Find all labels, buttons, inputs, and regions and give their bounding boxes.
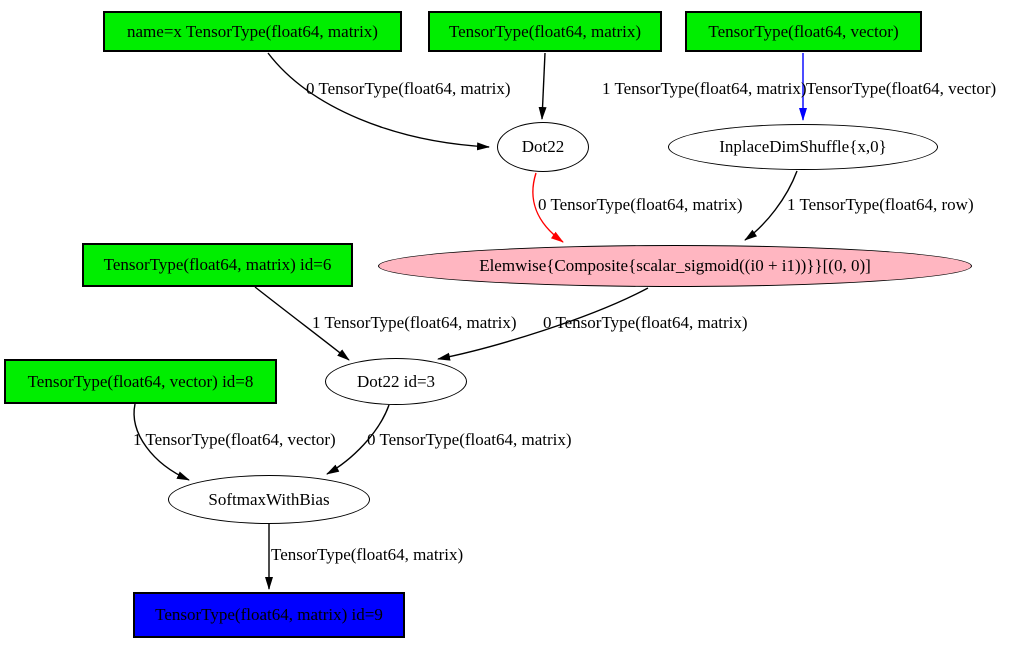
edge-elemwise-to-dot22id3: [437, 287, 649, 361]
node-label: TensorType(float64, matrix) id=9: [155, 605, 383, 624]
edge-label-w-to-dot22: 1 TensorType(float64, matrix): [602, 79, 807, 98]
node-label: Dot22 id=3: [356, 371, 436, 391]
node-label: TensorType(float64, matrix): [448, 21, 642, 41]
node-op-softmaxwithbias: SoftmaxWithBias: [168, 475, 370, 524]
edge-w-to-dot22: [538, 52, 547, 120]
edge-id8-to-softmax: [133, 403, 190, 481]
edge-label-id6-to-dot22id3: 1 TensorType(float64, matrix): [312, 313, 517, 332]
edge-id6-to-dot22id3: [254, 286, 350, 361]
node-op-dot22: Dot22: [497, 122, 589, 172]
edge-label-id8-to-softmax: 1 TensorType(float64, vector): [133, 430, 336, 449]
edge-dot22id3-to-softmax: [326, 404, 390, 475]
edge-label-softmax-to-id9: TensorType(float64, matrix): [271, 545, 464, 564]
edge-dimshuffle-to-elemwise: [744, 170, 798, 241]
edge-label-x-to-dot22: 0 TensorType(float64, matrix): [306, 79, 511, 98]
node-label: SoftmaxWithBias: [208, 489, 330, 509]
node-label: Elemwise{Composite{scalar_sigmoid((i0 + …: [479, 256, 871, 275]
node-label: InplaceDimShuffle{x,0}: [719, 137, 887, 156]
node-input-b: TensorType(float64, vector): [685, 11, 922, 52]
node-op-elemwise-sigmoid: Elemwise{Composite{scalar_sigmoid((i0 + …: [378, 245, 972, 287]
node-label: TensorType(float64, matrix) id=6: [103, 255, 332, 274]
edge-label-b-to-dimshuffle: TensorType(float64, vector): [806, 79, 997, 98]
node-input-id6: TensorType(float64, matrix) id=6: [82, 243, 353, 287]
node-output-id9: TensorType(float64, matrix) id=9: [133, 592, 405, 638]
node-op-dot22-id3: Dot22 id=3: [325, 358, 467, 405]
node-input-w: TensorType(float64, matrix): [428, 11, 662, 52]
edge-label-dot22id3-to-softmax: 0 TensorType(float64, matrix): [367, 430, 572, 449]
node-label: Dot22: [521, 137, 565, 156]
edge-label-dimshuffle-to-elemwise: 1 TensorType(float64, row): [787, 195, 974, 214]
node-label: name=x TensorType(float64, matrix): [127, 21, 378, 41]
node-input-id8: TensorType(float64, vector) id=8: [4, 359, 277, 404]
edge-x-to-dot22: [267, 52, 490, 151]
edge-dot22-to-elemwise: [532, 172, 564, 243]
edge-label-elemwise-to-dot22id3: 0 TensorType(float64, matrix): [543, 313, 748, 332]
node-input-x: name=x TensorType(float64, matrix): [103, 11, 402, 52]
node-label: TensorType(float64, vector): [708, 21, 899, 41]
node-label: TensorType(float64, vector) id=8: [27, 371, 254, 391]
edge-label-dot22-to-elemwise: 0 TensorType(float64, matrix): [538, 195, 743, 214]
node-op-inplacedimshuffle: InplaceDimShuffle{x,0}: [668, 124, 938, 170]
